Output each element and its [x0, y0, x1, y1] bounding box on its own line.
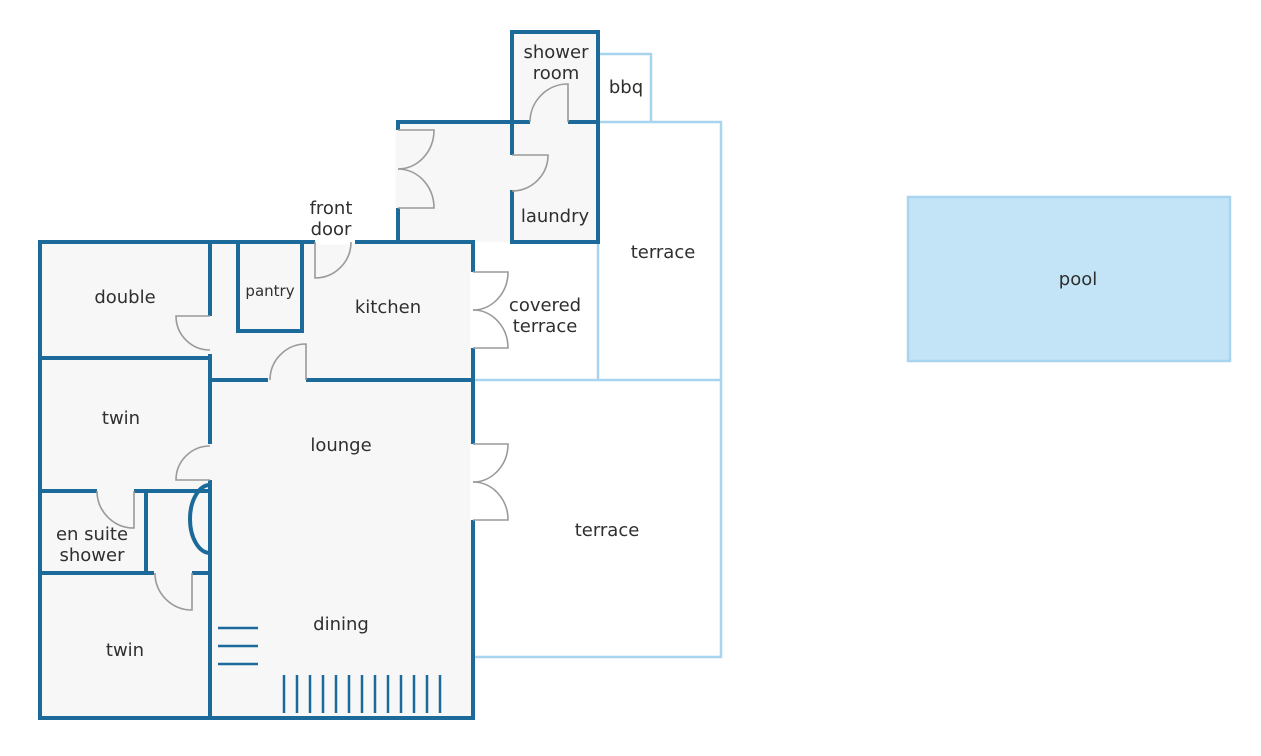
floor-fills — [40, 32, 598, 718]
label-pool: pool — [1059, 269, 1097, 290]
label-dining: dining — [313, 614, 369, 635]
label-terrace-upper: terrace — [631, 242, 696, 263]
label-terrace-lower: terrace — [575, 520, 640, 541]
label-twin-upper: twin — [102, 408, 140, 429]
stairs — [218, 626, 258, 666]
label-en-suite-1: en suite — [56, 524, 128, 545]
stair-treads — [282, 675, 442, 713]
label-double: double — [94, 287, 155, 308]
label-pantry: pantry — [245, 282, 294, 300]
label-laundry: laundry — [521, 206, 590, 227]
label-bbq: bbq — [609, 77, 643, 98]
label-kitchen: kitchen — [355, 297, 421, 318]
outdoor-outlines — [473, 52, 723, 659]
label-en-suite-2: shower — [60, 545, 126, 566]
label-front-door-1: front — [310, 198, 353, 219]
label-lounge: lounge — [310, 435, 371, 456]
label-front-door-2: door — [311, 219, 352, 240]
label-shower-room-1: shower — [524, 42, 590, 63]
room-labels: shower room bbq laundry front door terra… — [56, 42, 1097, 661]
label-covered-terrace-2: terrace — [513, 316, 578, 337]
label-twin-lower: twin — [106, 640, 144, 661]
door-openings — [97, 119, 568, 576]
label-covered-terrace-1: covered — [509, 295, 581, 316]
door-swings — [96, 83, 569, 611]
pool-shape — [906, 195, 1232, 363]
label-shower-room-2: room — [533, 63, 580, 84]
